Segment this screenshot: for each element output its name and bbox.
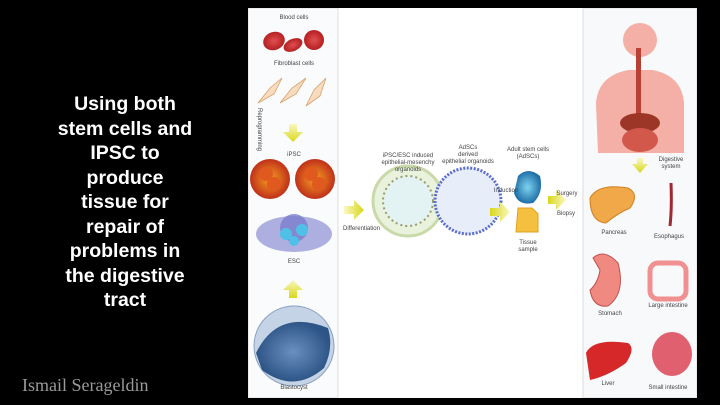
label-line: organoids xyxy=(394,167,422,173)
label-line: (AdSCs) xyxy=(516,154,540,160)
label-line: iPSC/ESC induced xyxy=(382,153,434,159)
label-line: epithelial organoids xyxy=(442,159,494,165)
blood-cells-label: Blood cells xyxy=(279,15,309,21)
differentiation-arrow-icon xyxy=(344,200,364,220)
author-name: Ismail Serageldin xyxy=(22,375,149,395)
liver-icon xyxy=(586,341,632,380)
title-line: Using both xyxy=(74,93,176,115)
up-arrow-icon xyxy=(283,280,303,298)
differentiation-label: Differentiation xyxy=(343,226,380,232)
epithelial-organoid-icon xyxy=(433,166,503,236)
blood-cells-icon xyxy=(263,30,324,52)
label-line: Tissue xyxy=(519,240,537,246)
slide-title: Using both stem cells and IPSC to produc… xyxy=(20,92,230,313)
title-line: repair of xyxy=(85,215,165,238)
title-line: IPSC to xyxy=(90,142,160,164)
esophagus-label: Esophagus xyxy=(653,234,685,240)
stomach-icon xyxy=(589,253,621,307)
esophagus-icon xyxy=(668,182,673,227)
human-digestive-system-icon xyxy=(596,23,684,153)
fibroblast-cells-label: Fibroblast cells xyxy=(273,61,315,67)
label-line: epithelial-mesenchy xyxy=(381,160,435,166)
fibroblast-cells-icon xyxy=(257,77,327,107)
title-line: stem cells and xyxy=(57,117,193,140)
organoid2-label: AdSCs derived epithelial organoids xyxy=(442,145,494,166)
title-line: tract xyxy=(103,289,147,311)
pancreas-icon xyxy=(589,186,635,224)
organoid1-label: iPSC/ESC induced epithelial-mesenchy org… xyxy=(381,153,434,174)
digestive-system-label: Digestive system xyxy=(659,157,684,171)
stomach-label: Stomach xyxy=(598,311,622,317)
epithelial-mesenchy-organoid-icon xyxy=(371,164,445,238)
biopsy-label: Biopsy xyxy=(556,211,576,217)
adult-stem-cell-icon xyxy=(514,171,542,204)
induction-arrow-icon xyxy=(490,202,510,222)
surgery-label: Surgery xyxy=(556,191,578,197)
esc-cells-icon xyxy=(256,214,332,252)
down-arrow-icon xyxy=(283,124,303,142)
title-line: produce xyxy=(86,166,164,189)
label-line: system xyxy=(661,164,681,170)
tissue-sample-icon xyxy=(515,207,539,233)
surgery-arrow-icon xyxy=(548,190,566,210)
small-intestine-label: Small intestine xyxy=(648,385,688,391)
tissue-sample-label: Tissue sample xyxy=(518,240,537,254)
title-line: tissue for xyxy=(81,191,169,213)
blastocyst-icon xyxy=(253,305,335,387)
pancreas-label: Pancreas xyxy=(601,230,627,236)
organoid-diagram: Blood cells Fibroblast cells Reprogrammi… xyxy=(248,8,697,398)
large-intestine-label: Large intestine xyxy=(648,303,688,309)
reprogramming-label: Reprogramming xyxy=(256,108,262,152)
label-line: Digestive xyxy=(658,157,684,163)
down-arrow-icon xyxy=(632,158,648,173)
label-line: derived xyxy=(458,152,478,158)
adult-stem-cells-label: Adult stem cells (AdSCs) xyxy=(507,147,549,161)
ipsc-label: iPSC xyxy=(287,152,301,158)
title-line: the digestive xyxy=(65,264,185,287)
large-intestine-icon xyxy=(647,260,689,302)
ipsc-cells-icon xyxy=(250,159,335,199)
blastocyst-label: Blastocyst xyxy=(280,385,308,391)
small-intestine-icon xyxy=(652,332,692,376)
liver-label: Liver xyxy=(601,381,615,387)
label-line: Adult stem cells xyxy=(506,147,550,153)
esc-label: ESC xyxy=(287,259,301,265)
label-line: sample xyxy=(518,247,538,253)
title-line: problems in xyxy=(69,240,181,262)
induction-label: Induction xyxy=(493,188,519,194)
label-line: AdSCs xyxy=(458,145,478,151)
diagram-graphics xyxy=(248,8,697,398)
